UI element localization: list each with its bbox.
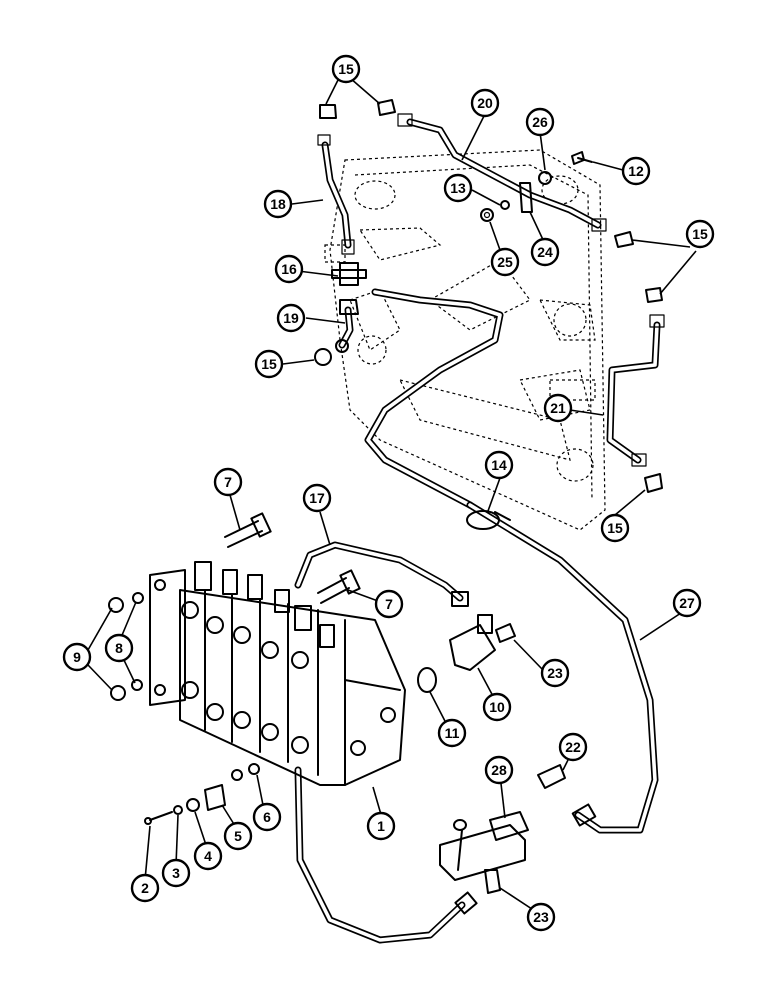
svg-text:26: 26 xyxy=(532,114,548,130)
svg-text:7: 7 xyxy=(224,474,232,490)
callout-4: 4 xyxy=(193,841,223,871)
svg-text:15: 15 xyxy=(261,356,277,372)
svg-text:28: 28 xyxy=(491,762,507,778)
svg-text:25: 25 xyxy=(497,254,513,270)
callout-3: 3 xyxy=(161,858,191,888)
svg-text:14: 14 xyxy=(491,457,507,473)
control-valve-block xyxy=(149,561,406,786)
callout-15-right: 15 xyxy=(685,219,715,249)
callout-10: 10 xyxy=(482,692,512,722)
svg-text:19: 19 xyxy=(283,310,299,326)
svg-text:9: 9 xyxy=(73,649,81,665)
callout-24: 24 xyxy=(530,237,560,267)
callout-6: 6 xyxy=(252,802,282,832)
callout-21: 21 xyxy=(543,393,573,423)
svg-text:10: 10 xyxy=(489,699,505,715)
svg-text:3: 3 xyxy=(172,865,180,881)
hose-assembly xyxy=(294,288,659,944)
tube-18 xyxy=(317,134,355,255)
callout-28: 28 xyxy=(484,755,514,785)
svg-text:20: 20 xyxy=(477,95,493,111)
svg-text:1: 1 xyxy=(377,818,385,834)
svg-text:11: 11 xyxy=(445,725,460,741)
callout-23-lower: 23 xyxy=(526,902,556,932)
callout-18: 18 xyxy=(263,189,293,219)
svg-text:5: 5 xyxy=(234,828,242,844)
svg-text:15: 15 xyxy=(607,520,623,536)
callout-17: 17 xyxy=(302,483,332,513)
callout-25: 25 xyxy=(490,247,520,277)
callout-27: 27 xyxy=(672,588,702,618)
callout-15-bottom: 15 xyxy=(600,513,630,543)
callout-1: 1 xyxy=(366,811,396,841)
svg-text:15: 15 xyxy=(338,61,354,77)
leader-lines xyxy=(87,75,697,914)
svg-text:23: 23 xyxy=(547,665,563,681)
callout-13: 13 xyxy=(443,173,473,203)
callout-8: 8 xyxy=(104,633,134,663)
svg-text:15: 15 xyxy=(692,226,708,242)
svg-text:12: 12 xyxy=(628,163,644,179)
svg-text:8: 8 xyxy=(115,640,123,656)
callout-11: 11 xyxy=(437,718,467,748)
callout-16: 16 xyxy=(274,254,304,284)
svg-text:27: 27 xyxy=(679,595,695,611)
callout-20: 20 xyxy=(470,88,500,118)
svg-text:21: 21 xyxy=(550,400,566,416)
svg-text:18: 18 xyxy=(270,196,286,212)
callout-7-upper: 7 xyxy=(213,467,243,497)
svg-text:6: 6 xyxy=(263,809,271,825)
callout-12: 12 xyxy=(621,156,651,186)
callout-14: 14 xyxy=(484,450,514,480)
svg-text:16: 16 xyxy=(281,261,297,277)
svg-text:23: 23 xyxy=(533,909,549,925)
callout-15-top: 15 xyxy=(331,54,361,84)
svg-text:22: 22 xyxy=(565,739,581,755)
callout-22: 22 xyxy=(558,732,588,762)
callout-15-left: 15 xyxy=(254,349,284,379)
callout-5: 5 xyxy=(223,821,253,851)
callout-9: 9 xyxy=(62,642,92,672)
callout-7-lower: 7 xyxy=(374,589,404,619)
callout-26: 26 xyxy=(525,107,555,137)
tube-21 xyxy=(606,314,665,467)
callout-23-upper: 23 xyxy=(540,658,570,688)
tube-20 xyxy=(397,113,607,232)
svg-text:13: 13 xyxy=(450,180,466,196)
loose-parts xyxy=(108,512,566,894)
callout-2: 2 xyxy=(130,873,160,903)
svg-text:17: 17 xyxy=(309,490,325,506)
svg-text:4: 4 xyxy=(204,848,212,864)
svg-text:24: 24 xyxy=(537,244,553,260)
fitting-parts xyxy=(314,99,663,493)
svg-text:7: 7 xyxy=(385,596,393,612)
callout-19: 19 xyxy=(276,303,306,333)
mounting-plate xyxy=(324,149,606,531)
svg-text:2: 2 xyxy=(141,880,149,896)
